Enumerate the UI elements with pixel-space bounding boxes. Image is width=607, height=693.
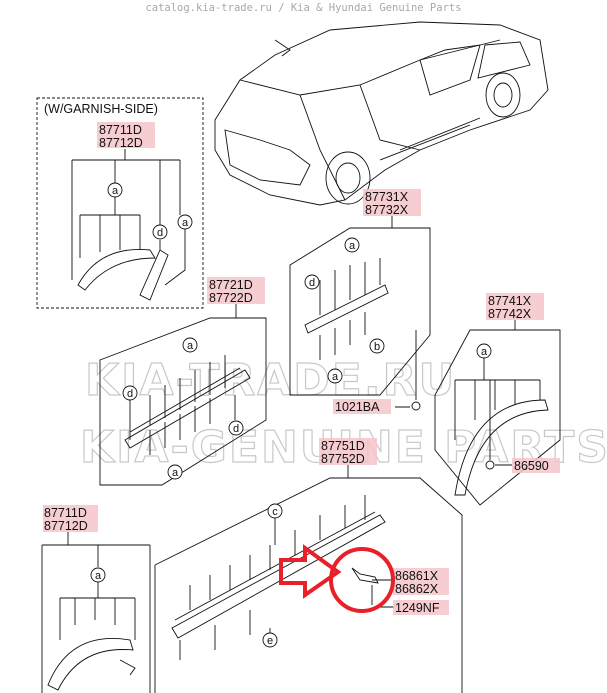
part-number[interactable]: 87731X bbox=[365, 190, 409, 204]
callout-d: d bbox=[157, 227, 163, 239]
callout-d: d bbox=[127, 388, 133, 400]
part-number[interactable]: 87711D bbox=[44, 506, 87, 520]
part-number[interactable]: 86862X bbox=[395, 582, 439, 596]
group-side-sill: 87751D 87752D c e 86861X 86862X 1249NF bbox=[154, 438, 463, 693]
part-number[interactable]: 87752D bbox=[321, 452, 365, 466]
callout-a: a bbox=[349, 240, 356, 252]
watermark-line1: KIA-TRADE.RU bbox=[85, 355, 456, 406]
vehicle-illustration bbox=[214, 21, 549, 206]
callout-a: a bbox=[172, 467, 179, 479]
callout-e: e bbox=[267, 635, 273, 647]
part-number[interactable]: 87712D bbox=[44, 519, 88, 533]
part-number[interactable]: 87741X bbox=[488, 294, 532, 308]
highlight-arrow-icon bbox=[279, 544, 342, 599]
callout-d: d bbox=[309, 277, 315, 289]
part-number[interactable]: 87732X bbox=[365, 203, 409, 217]
callout-c: c bbox=[272, 506, 278, 518]
variant-box: (W/GARNISH-SIDE) 87711D 87712D a d a bbox=[36, 97, 204, 309]
highlight-circle bbox=[329, 547, 395, 613]
source-caption: catalog.kia-trade.ru / Kia & Hyundai Gen… bbox=[145, 2, 462, 14]
callout-a: a bbox=[332, 371, 339, 383]
callout-a: a bbox=[481, 346, 488, 358]
nut-icon bbox=[485, 460, 495, 470]
part-number[interactable]: 87721D bbox=[209, 278, 253, 292]
group-front-arch: 87711D 87712D a bbox=[41, 505, 151, 693]
variant-title: (W/GARNISH-SIDE) bbox=[44, 102, 158, 116]
group-rear-door: 87731X 87732X a d b a 1021BA bbox=[289, 189, 431, 414]
part-number[interactable]: 87711D bbox=[99, 123, 142, 137]
callout-a: a bbox=[182, 217, 189, 229]
part-number[interactable]: 87722D bbox=[209, 291, 253, 305]
group-front-door: 87721D 87722D a d d a bbox=[99, 277, 267, 486]
part-number[interactable]: 86590 bbox=[514, 459, 549, 473]
part-number[interactable]: 86861X bbox=[395, 569, 439, 583]
callout-a: a bbox=[112, 185, 119, 197]
group-rear-arch: 87741X 87742X a 86590 bbox=[434, 293, 561, 506]
callout-a: a bbox=[187, 340, 194, 352]
part-number[interactable]: 87712D bbox=[99, 136, 143, 150]
callout-b: b bbox=[374, 341, 380, 353]
part-number[interactable]: 1249NF bbox=[395, 601, 440, 615]
clip-icon bbox=[411, 401, 421, 411]
callout-d: d bbox=[233, 423, 239, 435]
part-number[interactable]: 1021BA bbox=[335, 400, 380, 414]
part-number[interactable]: 87751D bbox=[321, 439, 365, 453]
callout-a: a bbox=[95, 570, 102, 582]
part-number[interactable]: 87742X bbox=[488, 307, 532, 321]
